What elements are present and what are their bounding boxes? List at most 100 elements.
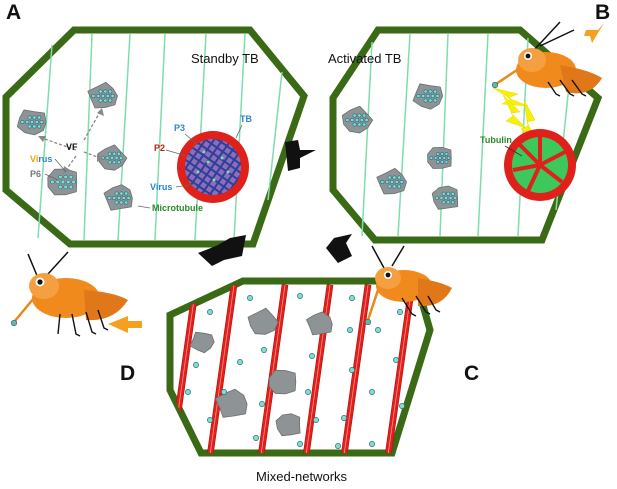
virion [207, 309, 213, 315]
virion [369, 441, 375, 447]
transmission-body-activated [504, 129, 576, 201]
virion [20, 120, 25, 125]
virion [421, 94, 426, 99]
tb-label: TB [240, 114, 252, 124]
viral-factory-empty [275, 413, 301, 437]
virion [362, 113, 367, 118]
virion [27, 124, 32, 129]
viral-factory [47, 168, 78, 196]
viral-factory [16, 109, 47, 136]
virion [37, 124, 42, 129]
virion [453, 196, 458, 200]
virion [55, 179, 60, 185]
virion [347, 327, 353, 333]
p6-label: P6 [30, 169, 41, 179]
panel-a-caption: Standby TB [191, 51, 259, 66]
virion [98, 89, 103, 94]
virion [66, 179, 71, 185]
virion [103, 98, 108, 103]
virion [441, 200, 446, 205]
viral-factory [431, 185, 459, 210]
virion [37, 115, 42, 120]
virion [442, 156, 447, 160]
virion [397, 175, 402, 180]
virion [259, 401, 265, 407]
virion [221, 389, 227, 395]
vf-arrows [38, 108, 104, 174]
virion [108, 89, 113, 94]
virion [345, 118, 350, 123]
virion [393, 357, 399, 363]
virion [441, 191, 446, 196]
virion [96, 94, 101, 99]
viral-factory [427, 147, 452, 169]
tubulin-pointer [504, 145, 523, 157]
virion [397, 184, 402, 189]
virion [116, 160, 121, 165]
virion [63, 174, 68, 180]
viral-factory [341, 105, 374, 134]
virion [428, 89, 433, 94]
insect-vector-c [364, 245, 452, 326]
virus-label-a-rus: rus [38, 154, 52, 164]
virion [34, 120, 39, 125]
virion [91, 94, 96, 99]
virion [119, 191, 124, 196]
virion [434, 196, 439, 200]
virion [444, 160, 449, 164]
p2-pointer [165, 149, 191, 158]
lightning-bolts [492, 87, 537, 141]
virion [110, 94, 115, 99]
p3-pointer [184, 133, 199, 146]
virion [68, 184, 74, 190]
arrow-a-to-b [285, 140, 316, 171]
virion [105, 94, 110, 99]
virus-label-a: Virus [30, 154, 52, 164]
microtubule-pointer [137, 205, 151, 209]
tubulin-label: Tubulin [480, 135, 512, 145]
virion [436, 160, 440, 164]
virion [385, 180, 390, 185]
dispersed-virions [185, 293, 405, 449]
viral-factory-empty [268, 369, 297, 395]
viral-factory-empty [215, 388, 248, 418]
virion [380, 180, 385, 185]
virion [444, 196, 448, 200]
virion [68, 174, 74, 180]
virion [387, 184, 392, 189]
virion [364, 118, 369, 123]
panel-c: C D Mixed-networks [120, 245, 479, 484]
virion [63, 184, 68, 190]
panel-b: Tubulin B Activated TB [328, 1, 610, 244]
virion [357, 122, 362, 127]
viral-factory [97, 144, 128, 171]
virion [112, 196, 117, 201]
virion [207, 417, 213, 423]
virion [448, 196, 453, 200]
virion [428, 98, 433, 103]
p2-label: P2 [154, 143, 165, 153]
virion [439, 196, 444, 200]
insect-vector-b [491, 21, 602, 97]
virion [392, 175, 397, 180]
virion [107, 196, 112, 201]
vf-label: VF [66, 142, 78, 152]
virion [105, 156, 110, 160]
dispersed-viral-factories [189, 307, 333, 437]
virion [60, 179, 66, 185]
virion [121, 196, 126, 201]
insect-vector-d [10, 251, 128, 337]
virion [32, 115, 37, 120]
viral-factory-empty [306, 311, 333, 336]
panel-b-letter: B [595, 1, 610, 24]
virion [375, 327, 381, 333]
virus-tb-pointer [175, 183, 196, 188]
p3-label: P3 [174, 123, 185, 133]
virion [253, 435, 259, 441]
virion [110, 156, 114, 160]
virion [369, 389, 375, 395]
virion [387, 175, 392, 180]
virion [362, 122, 367, 127]
virion [438, 156, 442, 160]
panel-b-caption: Activated TB [328, 51, 401, 66]
